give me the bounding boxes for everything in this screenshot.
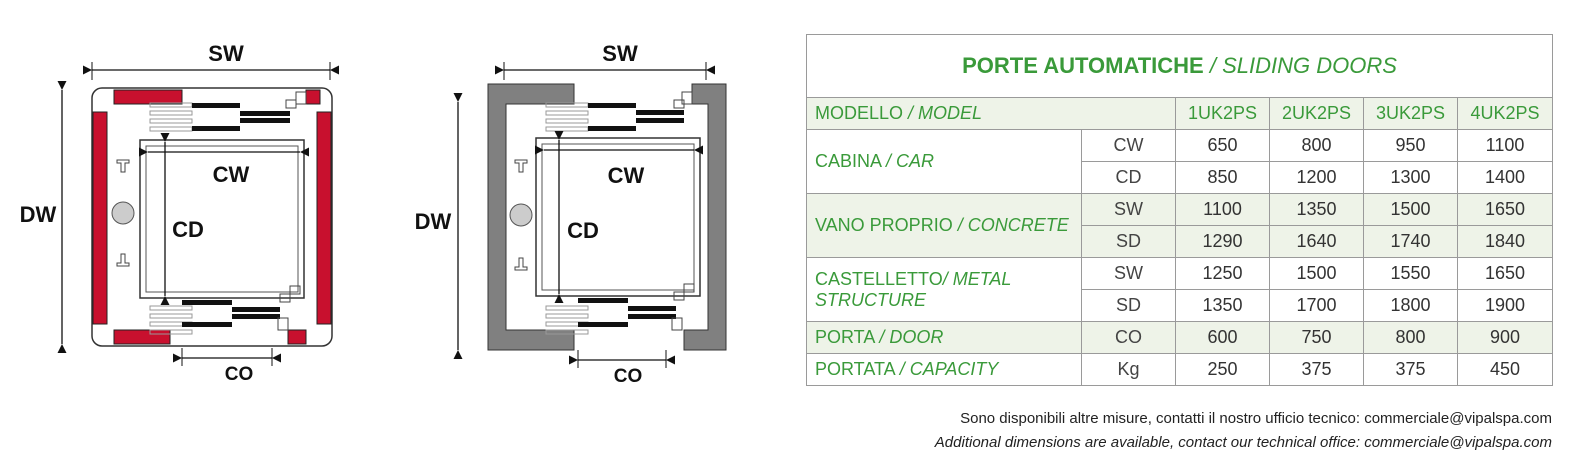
frame-post-top-left [113,89,183,105]
row-key: SD [1081,289,1176,322]
cell-value: 1250 [1175,257,1270,290]
group-label: CABINA / CAR [806,129,1082,194]
cell-value: 800 [1269,129,1364,162]
cell-value: 1350 [1269,193,1364,226]
cell-value: 1290 [1175,225,1270,258]
concrete-wall-right [683,83,727,351]
cell-value: 1350 [1175,289,1270,322]
frame-post-bottom-left [113,329,171,345]
footnote: Sono disponibili altre misure, contatti … [935,407,1552,455]
door-panels-top [149,102,290,132]
guide-rail-bottom-icon [514,257,528,271]
concrete-wall-left [487,83,575,351]
sliding-doors-spec-table: PORTE AUTOMATICHE / SLIDING DOORS MODELL… [805,34,1554,386]
cell-value: 375 [1363,353,1458,386]
cell-value: 1840 [1456,225,1554,258]
dim-label-cd: CD [172,217,204,242]
cell-value: 900 [1456,321,1554,354]
cell-value: 650 [1175,129,1270,162]
table-row: CABINA / CAR CW 650 800 950 1100 [806,129,1554,194]
group-label: CASTELLETTO/ METAL STRUCTURE [806,257,1082,322]
table-title: PORTE AUTOMATICHE / SLIDING DOORS [805,34,1554,98]
concrete-shaft-plan-diagram: SW DW CW CD CO [415,41,727,387]
dim-label-cw: CW [213,162,250,187]
guide-rail-bottom-icon [116,253,130,267]
row-key: SW [1081,257,1176,290]
header-label: MODELLO / MODEL [806,97,1176,130]
cell-value: 250 [1175,353,1270,386]
header-model: 1UK2PS [1175,97,1270,130]
group-label: PORTATA / CAPACITY [806,353,1082,386]
cell-value: 1640 [1269,225,1364,258]
cell-value: 1500 [1269,257,1364,290]
row-key: CD [1081,161,1176,194]
row-key: SD [1081,225,1176,258]
cell-value: 1550 [1363,257,1458,290]
table-title-sub: / SLIDING DOORS [1209,53,1397,78]
dim-label-cw: CW [608,163,645,188]
header-model: 2UK2PS [1269,97,1364,130]
table-row: PORTATA / CAPACITY Kg 250 375 375 450 [806,353,1554,386]
dim-label-sw: SW [208,41,244,66]
cell-value: 750 [1269,321,1364,354]
frame-post-right [316,111,332,325]
group-label: PORTA / DOOR [806,321,1082,354]
guide-rail-top-icon [514,159,528,173]
cell-value: 1700 [1269,289,1364,322]
frame-post-bottom-right [287,329,307,345]
counterweight-icon [509,203,533,227]
dim-label-dw: DW [415,209,452,234]
group-label: VANO PROPRIO / CONCRETE [806,193,1082,258]
cell-value: 1650 [1456,257,1554,290]
dim-label-cd: CD [567,218,599,243]
row-key: Kg [1081,353,1176,386]
table-row: CD 850 1200 1300 1400 [807,161,1554,194]
cell-value: 850 [1175,161,1270,194]
cell-value: 1400 [1456,161,1554,194]
footnote-italian: Sono disponibili altre misure, contatti … [960,410,1552,427]
cell-value: 950 [1363,129,1458,162]
cell-value: 1800 [1363,289,1458,322]
row-key: CW [1081,129,1176,162]
dim-label-dw: DW [20,202,57,227]
door-panels-bottom [545,298,676,335]
row-key: SW [1081,193,1176,226]
car-outline [139,139,305,299]
guide-rail-top-icon [116,159,130,173]
cell-value: 1650 [1456,193,1554,226]
frame-post-left [92,111,108,325]
header-model: 4UK2PS [1456,97,1554,130]
cell-value: 600 [1175,321,1270,354]
table-row: VANO PROPRIO / CONCRETE SW 1100 1350 150… [806,193,1554,258]
cell-value: 375 [1269,353,1364,386]
cell-value: 1100 [1175,193,1270,226]
cell-value: 1740 [1363,225,1458,258]
dim-label-co: CO [225,364,254,385]
cell-value: 1900 [1456,289,1554,322]
dim-label-sw: SW [602,41,638,66]
table-title-main: PORTE AUTOMATICHE [962,53,1204,78]
door-panels-bottom [149,300,280,335]
frame-post-top-right [305,89,321,105]
table-header-row: MODELLO / MODEL 1UK2PS 2UK2PS 3UK2PS 4UK… [806,97,1554,130]
cell-value: 1200 [1269,161,1364,194]
cell-value: 450 [1456,353,1554,386]
row-key: CO [1081,321,1176,354]
footnote-english: Additional dimensions are available, con… [934,434,1552,451]
cell-value: 1100 [1456,129,1554,162]
header-model: 3UK2PS [1363,97,1458,130]
cell-value: 1500 [1363,193,1458,226]
cell-value: 1300 [1363,161,1458,194]
car-outline [535,137,701,297]
counterweight-icon [111,201,135,225]
metal-structure-plan-diagram: SW DW CW CD CO [20,41,340,385]
cell-value: 800 [1363,321,1458,354]
dim-label-co: CO [614,366,643,387]
door-panels-top [545,102,684,132]
table-row: CASTELLETTO/ METAL STRUCTURE SW 1250 150… [806,257,1554,322]
table-row: PORTA / DOOR CO 600 750 800 900 [806,321,1554,354]
